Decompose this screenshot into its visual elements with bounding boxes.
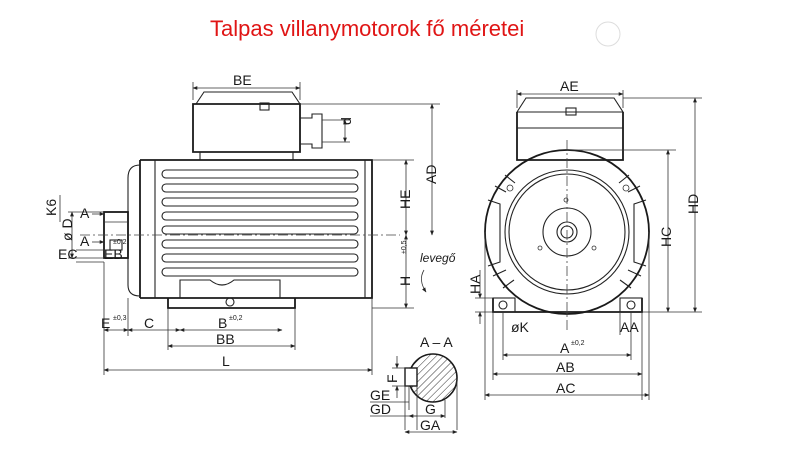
dim-BB: BB (216, 331, 235, 347)
punch-hole (595, 21, 621, 47)
cooling-fins (161, 169, 359, 277)
dim-E-tolerance: ±0,3 (113, 315, 127, 322)
dim-HE: HE (397, 190, 413, 209)
dim-GD: GD (370, 401, 391, 417)
dim-C: C (144, 315, 154, 331)
dim-G: G (425, 401, 436, 417)
front-fins (487, 174, 647, 289)
section-mark-bottom: A (80, 233, 90, 249)
dim-GE: GE (370, 387, 390, 403)
dim-HD: HD (685, 194, 701, 214)
dim-EC: EC (58, 246, 77, 262)
dim-EB: EB (104, 246, 123, 262)
section-mark-top: A (80, 205, 90, 221)
dim-B: B (218, 315, 227, 331)
dim-AB: AB (556, 359, 575, 375)
dim-AD: AD (423, 165, 439, 184)
dim-K: øK (511, 319, 530, 335)
page-title: Talpas villanymotorok fő méretei (210, 16, 525, 41)
section-title: A – A (420, 334, 453, 350)
dim-H-tolerance: ±0,5 (401, 240, 408, 254)
dim-E: E (101, 315, 110, 331)
dim-A: A (560, 340, 570, 356)
dim-HA: HA (467, 274, 483, 294)
dim-HC: HC (658, 227, 674, 247)
front-view: AE HD HC HA øK AA A ±0,2 AB AC (467, 78, 702, 400)
dim-AA: AA (620, 319, 639, 335)
dim-A-tolerance: ±0,2 (571, 340, 585, 347)
dim-AC: AC (556, 380, 575, 396)
dim-H: H (397, 276, 413, 286)
air-label: levegő (420, 251, 456, 265)
dim-K6: K6 (43, 199, 59, 216)
dim-d: d (338, 117, 354, 125)
dim-BE: BE (233, 72, 252, 88)
dim-L: L (222, 353, 230, 369)
dim-GA: GA (420, 417, 441, 433)
dim-F: F (384, 374, 400, 383)
shaft-section-A-A: A – A F GE GD G GA (370, 334, 458, 434)
dim-D: ø D (59, 218, 75, 241)
dim-B-tolerance: ±0,2 (229, 315, 243, 322)
dim-AE: AE (560, 78, 579, 94)
dim-EB-tolerance: ±0,2 (113, 239, 127, 246)
side-view: BE d AD HE H ±0,5 levegő ø D K6 A A EC E… (43, 72, 456, 375)
